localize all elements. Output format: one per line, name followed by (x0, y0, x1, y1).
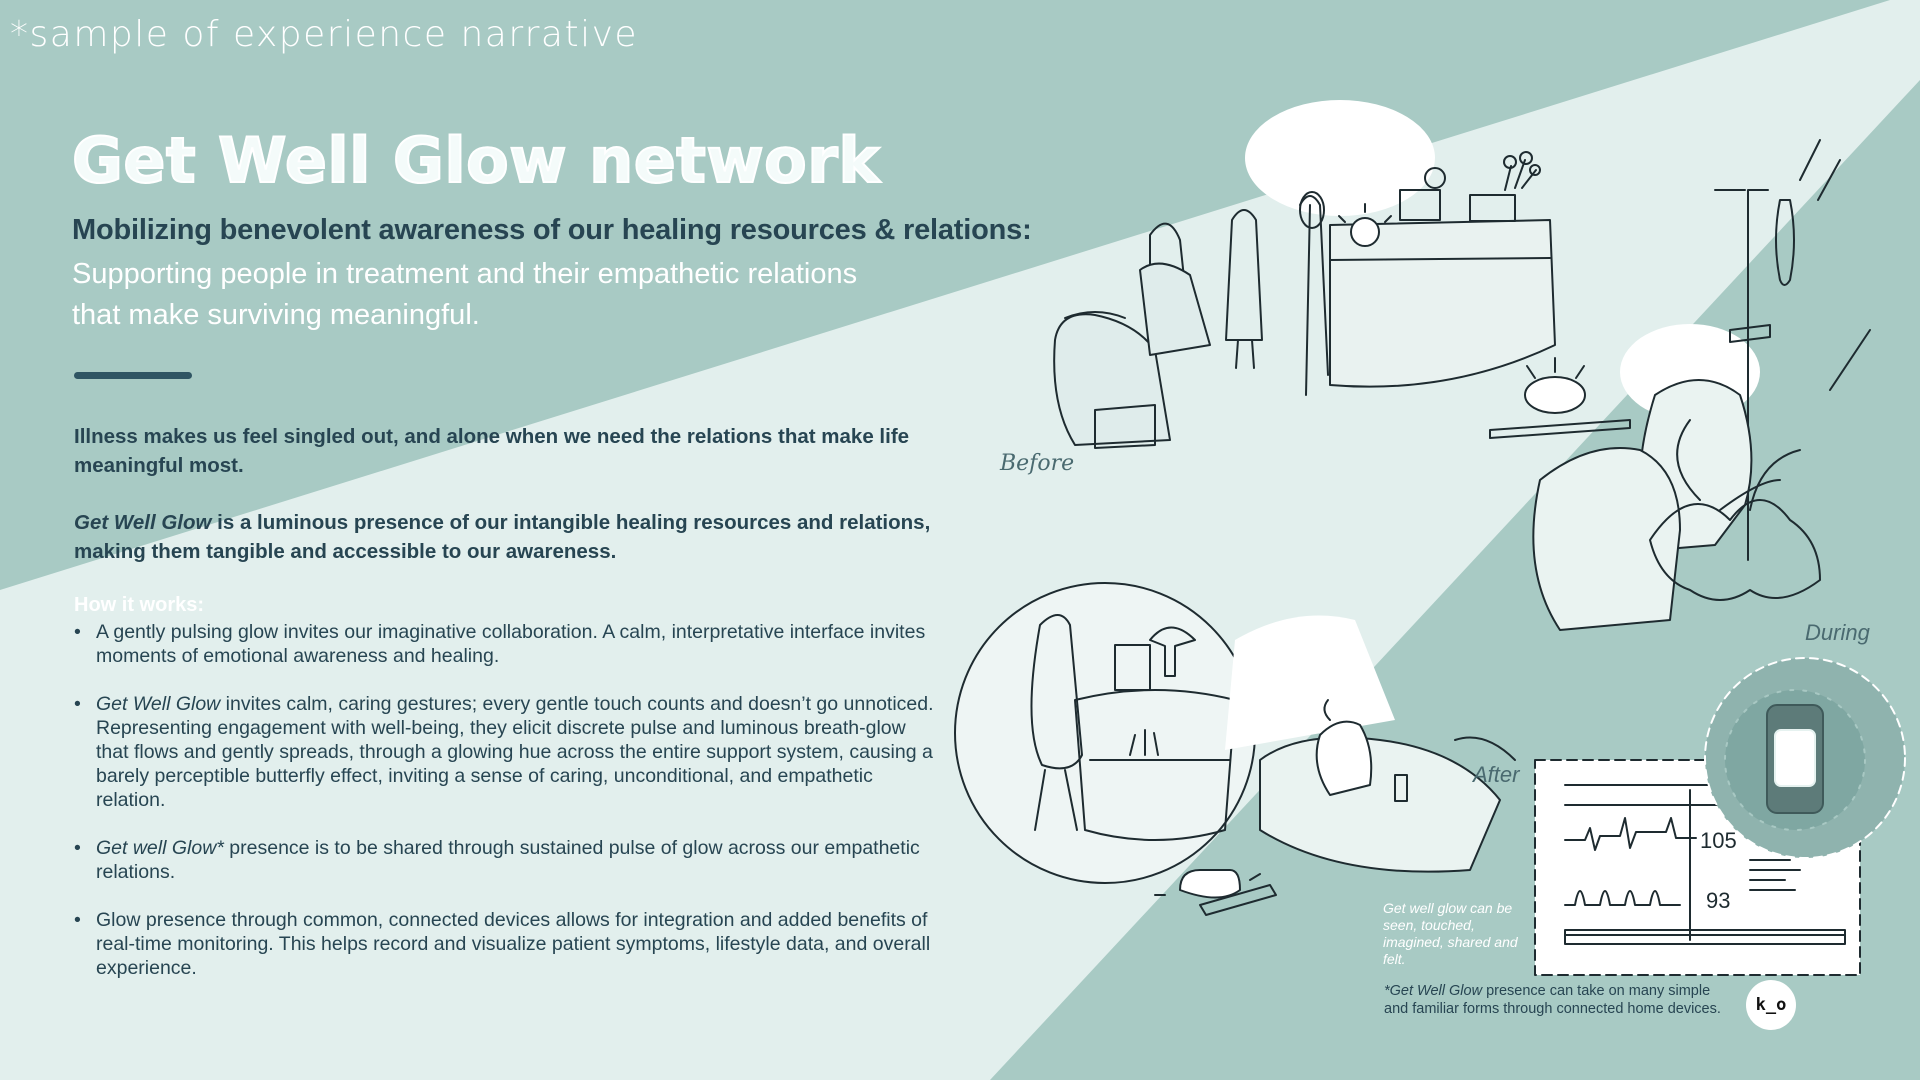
section-divider (74, 372, 192, 379)
label-before: Before (999, 451, 1074, 476)
glow-caption: Get well glow can be seen, touched, imag… (1383, 900, 1518, 967)
watch-glow (1704, 657, 1906, 859)
monitor-value-top: 105 (1700, 828, 1737, 853)
before-scene-sketch (1053, 100, 1556, 449)
forms-caption-lead: *Get Well Glow (1384, 983, 1483, 999)
support-line-1: Supporting people in treatment and their… (72, 258, 858, 290)
label-during: During (1805, 620, 1871, 645)
after-scene-sketch (1154, 615, 1516, 916)
label-after: After (1471, 762, 1521, 787)
definition-lead: Get Well Glow (74, 511, 212, 534)
list-item: Get Well Glow invites calm, caring gestu… (74, 692, 934, 812)
sample-note: *sample of experience narrative (10, 14, 639, 55)
list-item: A gently pulsing glow invites our imagin… (74, 620, 934, 668)
page-subtitle: Mobilizing benevolent awareness of our h… (72, 214, 1032, 246)
list-item: Glow presence through common, connected … (74, 908, 934, 980)
how-it-works-list: A gently pulsing glow invites our imagin… (74, 620, 934, 1004)
list-item: Get well Glow* presence is to be shared … (74, 836, 934, 884)
support-statement: Supporting people in treatment and their… (72, 254, 857, 336)
how-it-works-heading: How it works: (74, 594, 205, 616)
forms-caption-rest: presence can take on many simple and fam… (1384, 983, 1721, 1017)
monitor-value-bottom: 93 (1706, 888, 1730, 913)
during-scene-sketch (1489, 139, 1871, 631)
forms-caption: *Get Well Glow presence can take on many… (1384, 982, 1729, 1018)
ko-logo: k_o (1746, 980, 1796, 1030)
definition-rest: is a luminous presence of our intangible… (74, 511, 931, 563)
definition-paragraph: Get Well Glow is a luminous presence of … (74, 508, 954, 566)
home-vignette-sketch (954, 582, 1256, 884)
page-title: Get Well Glow network (71, 123, 881, 198)
support-line-2: that make surviving meaningful. (72, 299, 480, 331)
scene-illustration: Before During After 105 93 (954, 100, 1906, 976)
intro-paragraph: Illness makes us feel singled out, and a… (74, 425, 910, 477)
